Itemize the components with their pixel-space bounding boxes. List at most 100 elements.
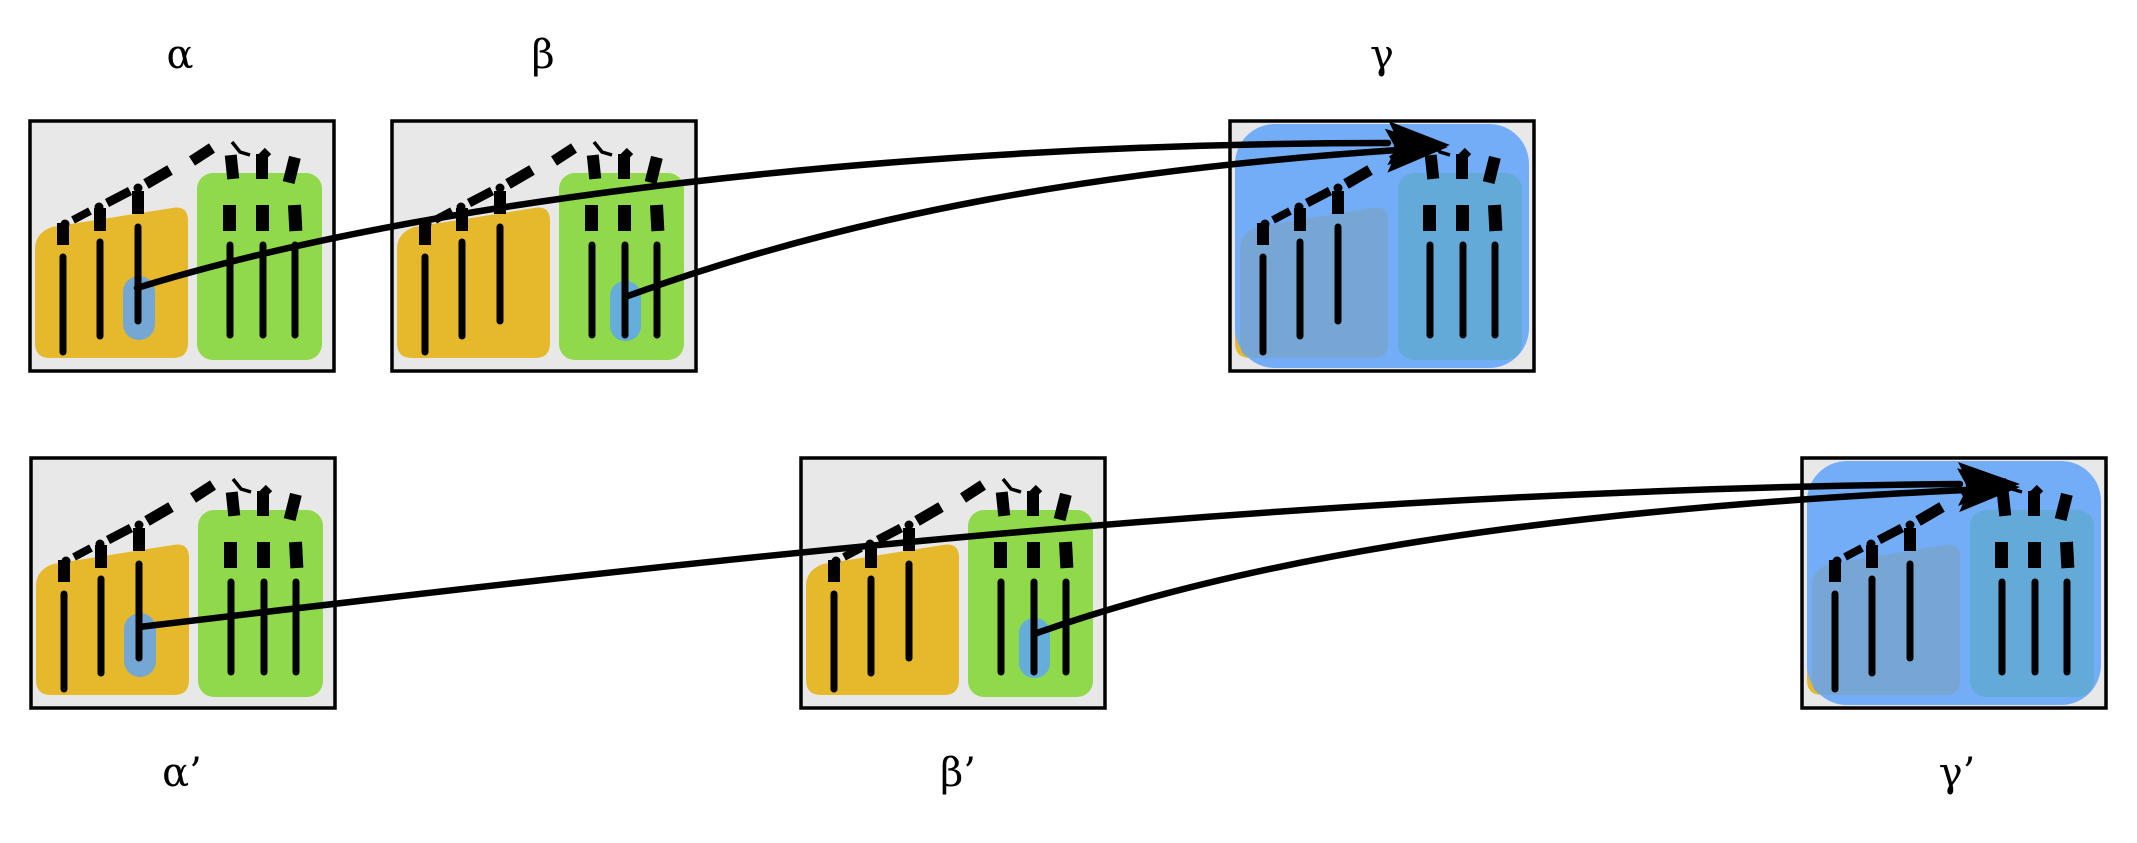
arrow-shaft [135,480,1964,631]
dash [71,207,92,224]
dot [456,202,466,212]
orange-bar-1-cap [1829,560,1841,582]
dash [1876,524,1905,544]
orange-bar-3-cap [1904,528,1916,551]
green-bar-2-cap [2028,542,2041,568]
panel-alpha-prime [29,456,337,710]
arrow-shaft [1033,486,1969,637]
orange-bar-3-cap [1332,191,1344,214]
green-bar-3-cap [1059,541,1074,569]
dash-dot-line [61,477,273,566]
orange-bar-1-cap [58,560,70,582]
orange-bar-3-cap [133,528,145,551]
dash [960,480,986,503]
arrows-layer [133,121,2020,637]
dash [505,165,535,189]
fan-dash-1 [224,154,240,180]
orange-region [397,207,550,358]
green-bar-3-cap [650,204,665,232]
target-orange-region [1812,544,1960,695]
dash [189,143,215,166]
panel-label-gamma-prime: γ’ [1938,750,1976,796]
dot [94,202,104,212]
dash [1456,147,1472,163]
dash [914,502,944,526]
dash [875,524,904,544]
dash [1343,165,1373,189]
dash [1843,544,1864,561]
dot [831,556,841,566]
dash [1304,187,1333,207]
orange-bar-2-cap [865,545,877,568]
green-bar-2-cap [257,542,270,568]
dot [1260,219,1270,229]
fan-dash-1 [995,491,1011,517]
dash [144,502,174,526]
dash [257,484,273,500]
fan-dash-1 [1996,491,2012,517]
panel-label-beta-prime: β’ [940,750,976,796]
green-bar-2-cap [618,205,631,231]
dash [1915,502,1945,526]
dash [190,480,216,503]
fan-dash-3 [282,155,301,185]
dot [95,539,105,549]
dot [1832,556,1842,566]
orange-bar-2-cap [1294,208,1306,231]
dash [1271,207,1292,224]
orange-bar-2-cap [94,208,106,231]
panel-beta-prime [799,456,1107,710]
fan-dash-3 [1053,492,1072,522]
green-bar-1-cap [994,542,1007,568]
dash [466,187,495,207]
dash [256,147,272,163]
dot [904,520,914,530]
green-bar-3-cap [2060,541,2075,569]
green-bar-2-cap [1456,205,1469,231]
panel-gamma-prime [1800,456,2108,710]
tick [1001,477,1022,494]
orange-bar-2-cap [95,545,107,568]
target-orange-region [1240,207,1388,358]
green-bar-3-cap [1488,204,1503,232]
orange-bar-1-cap [1257,223,1269,245]
dot [134,520,144,530]
dash-dot-line [60,140,272,229]
orange-region [806,544,959,695]
green-bar-1-cap [1423,205,1436,231]
dot [1905,520,1915,530]
green-bar-1-cap [1995,542,2008,568]
panel-label-beta: β [531,32,555,78]
tick [592,140,613,157]
arrow-beta-prime-to-gamma-prime [1033,468,2020,637]
green-bar-1-cap [224,542,237,568]
tick [231,477,252,494]
fan-dash-3 [2054,492,2073,522]
arrow-shaft [133,139,1392,292]
orange-bar-3-cap [132,191,144,214]
green-bar-2-cap [256,205,269,231]
green-bar-2-cap [1027,542,1040,568]
panel-label-alpha: α [166,32,194,78]
panel-beta [390,119,698,373]
dash [105,524,134,544]
fan-dash-3 [1482,155,1501,185]
dash [2028,484,2044,500]
orange-bar-1-cap [57,223,69,245]
dot [1866,539,1876,549]
green-bar-3-cap [288,204,303,232]
dash [551,143,577,166]
fan-dash-1 [225,491,241,517]
fan-dash-1 [1424,154,1440,180]
orange-bar-1-cap [828,560,840,582]
dash [72,544,93,561]
fan-dash-3 [283,492,302,522]
tick [230,140,251,157]
dash [618,147,634,163]
green-bar-1-cap [585,205,598,231]
dash-dot-line [831,477,1043,566]
panel-label-gamma: γ [1370,32,1394,78]
green-bar-3-cap [289,541,304,569]
arrow-shaft [624,146,1402,300]
